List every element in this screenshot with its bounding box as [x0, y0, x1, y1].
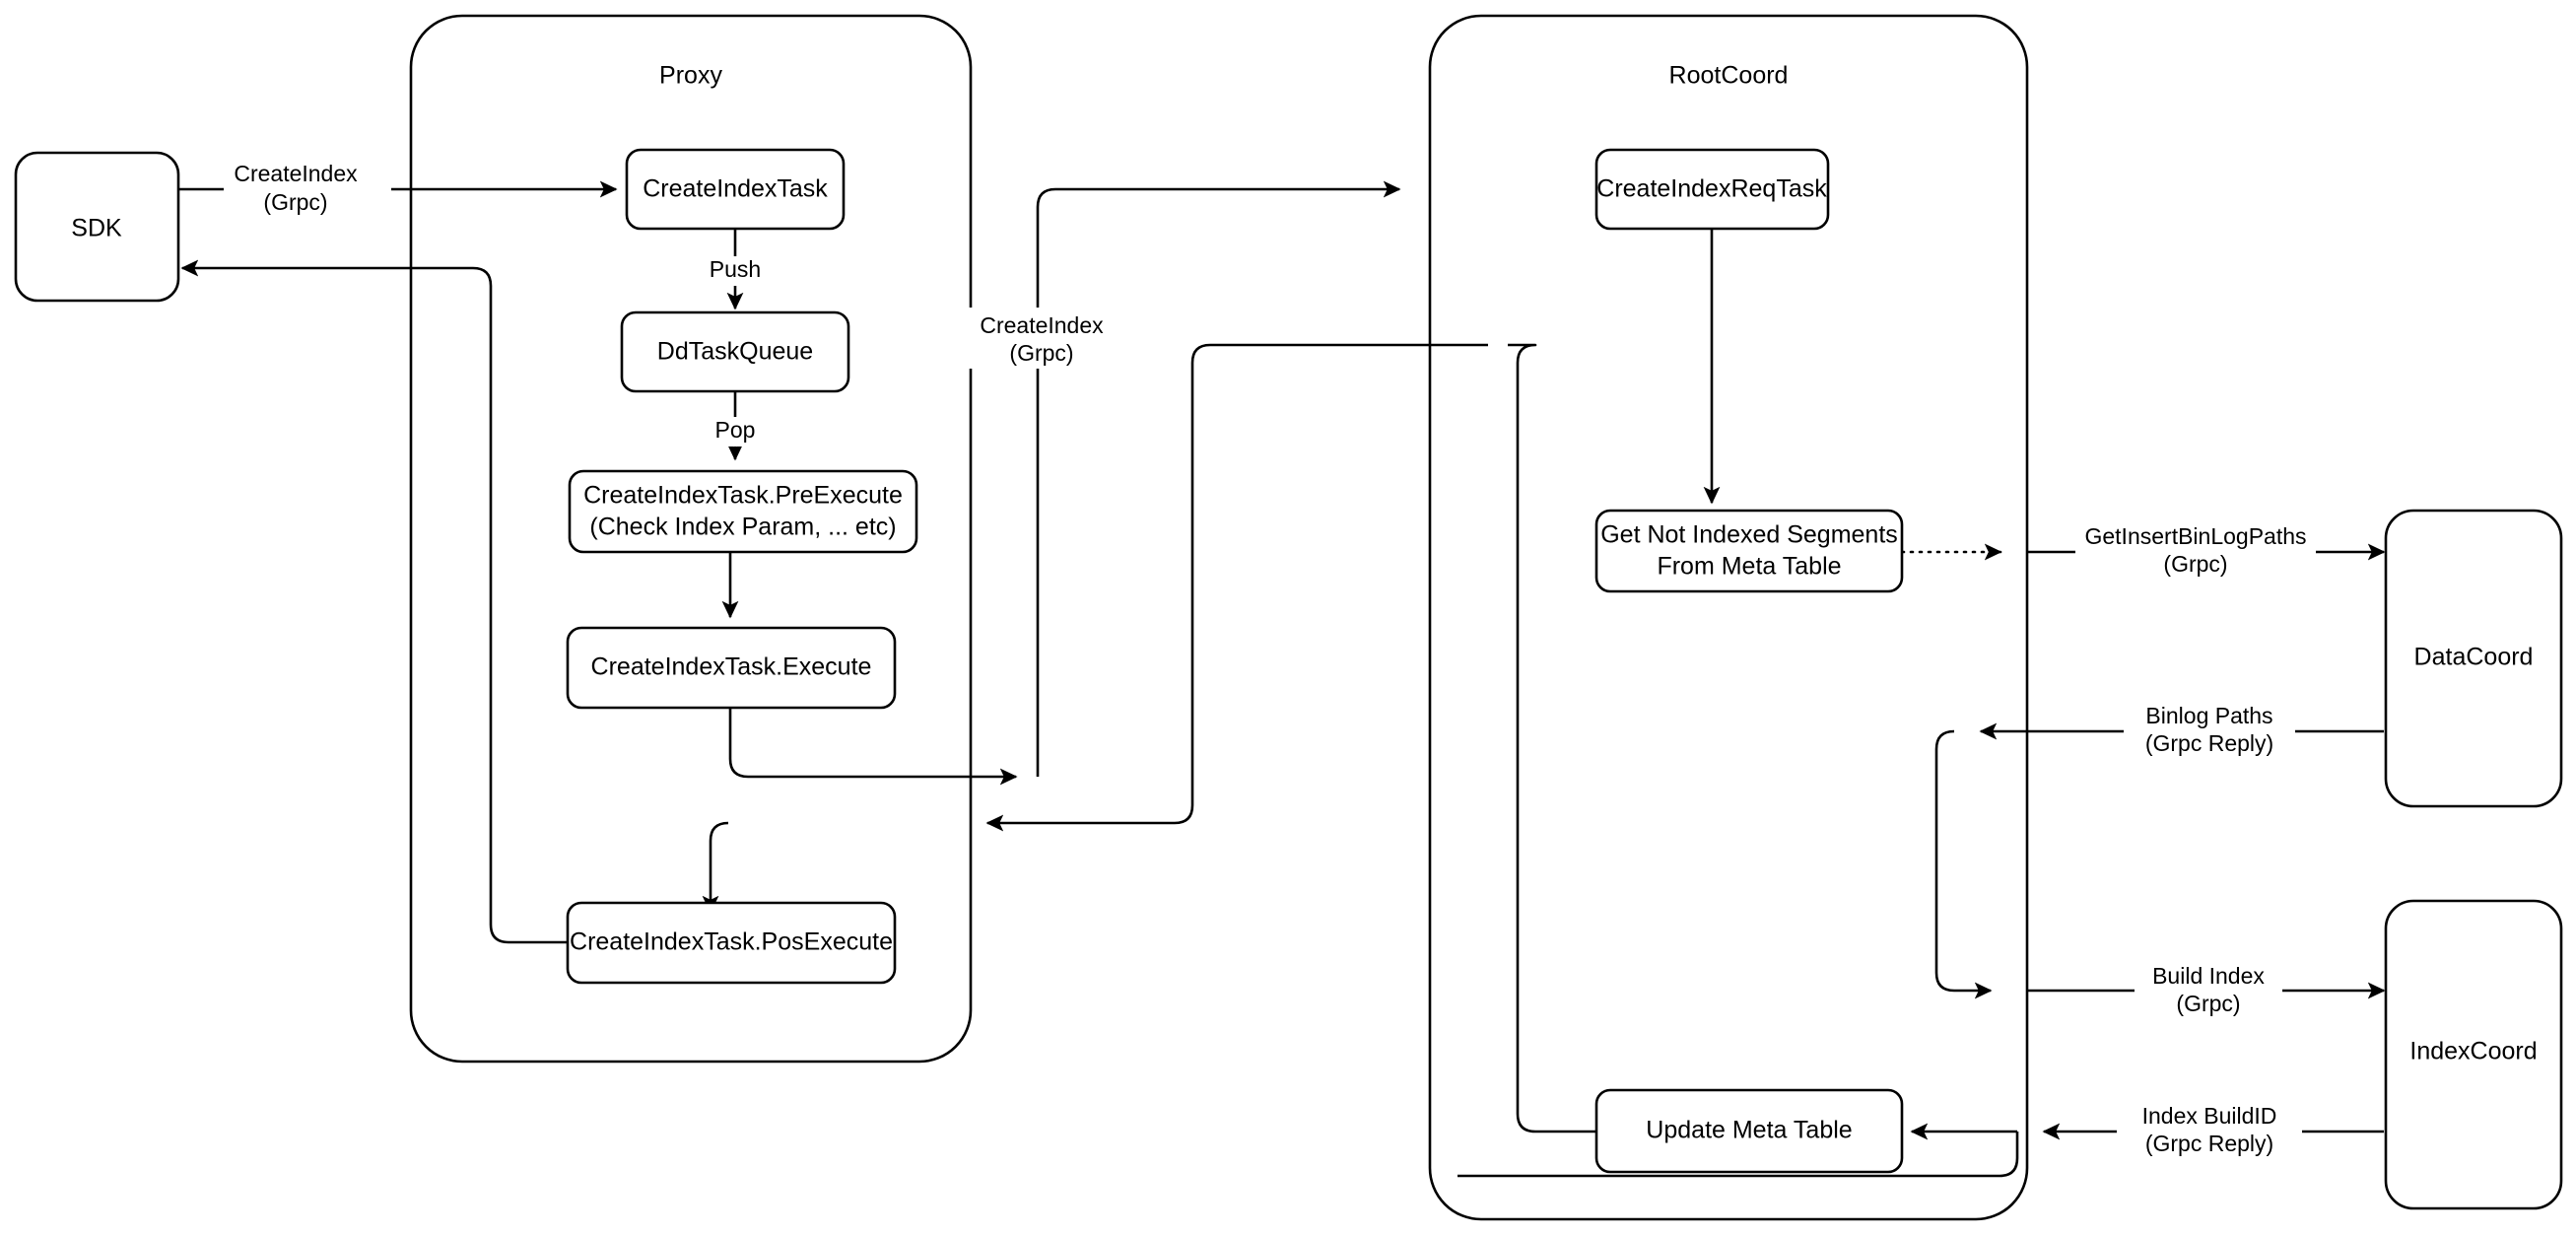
- edge-rootcoord-bottom-loop: [1457, 1132, 2019, 1178]
- pre-execute-label-line2: (Check Index Param, ... etc): [589, 514, 896, 541]
- create-index-req-task-label: CreateIndexReqTask: [1596, 175, 1827, 203]
- update-meta-table-label: Update Meta Table: [1646, 1117, 1852, 1144]
- dd-task-queue-label: DdTaskQueue: [657, 338, 813, 366]
- sdk-label: SDK: [71, 215, 122, 242]
- label-bg-proxy-rootcoord: [967, 308, 1117, 369]
- node-pre-execute[interactable]: CreateIndexTask.PreExecute (Check Index …: [568, 469, 918, 554]
- node-create-index-task[interactable]: CreateIndexTask: [625, 148, 846, 231]
- edge-execute-to-rootcoord-out: [728, 708, 1018, 786]
- node-create-index-req-task[interactable]: CreateIndexReqTask: [1594, 148, 1830, 231]
- get-not-indexed-label-line2: From Meta Table: [1657, 553, 1841, 581]
- node-update-meta-table[interactable]: Update Meta Table: [1594, 1088, 1904, 1174]
- label-bg-pop: [702, 417, 769, 446]
- label-bg-sdk-create-index: [224, 158, 391, 219]
- label-create-index-grpc-line2: (Grpc): [263, 189, 327, 215]
- edge-updatemeta-to-reply-rail: [1508, 343, 1613, 1133]
- indexcoord-box[interactable]: [2384, 899, 2563, 1210]
- rootcoord-title: RootCoord: [1669, 62, 1789, 90]
- get-not-indexed-segments-box[interactable]: [1594, 509, 1904, 593]
- edge-binlogpaths-rail-to-buildindex: [1934, 729, 1993, 999]
- edge-proxy-to-rootcoord: [1036, 180, 1401, 777]
- pre-execute-label-line1: CreateIndexTask.PreExecute: [583, 482, 903, 510]
- pre-execute-box[interactable]: [568, 469, 918, 554]
- label-getinsertbinlogpaths-line1: GetInsertBinLogPaths: [2084, 523, 2306, 549]
- label-getinsertbinlogpaths-line2: (Grpc): [2163, 551, 2227, 577]
- label-proxy-rootcoord-line2: (Grpc): [1009, 340, 1073, 366]
- edge-label-get-insert-binlog-paths: GetInsertBinLogPaths (Grpc): [2075, 520, 2316, 582]
- get-not-indexed-label-line1: Get Not Indexed Segments: [1600, 521, 1898, 549]
- node-dd-task-queue[interactable]: DdTaskQueue: [620, 310, 850, 393]
- edge-label-build-index: Build Index (Grpc): [2135, 960, 2282, 1021]
- label-push: Push: [710, 256, 761, 282]
- dd-task-queue-box[interactable]: [620, 310, 850, 393]
- label-bg-getinsertbinlogpaths: [2075, 520, 2316, 582]
- rootcoord-container: [1428, 14, 2029, 1221]
- indexcoord-label: IndexCoord: [2409, 1038, 2537, 1065]
- label-create-index-grpc-line1: CreateIndex: [234, 161, 358, 186]
- create-index-task-label: CreateIndexTask: [643, 175, 828, 203]
- update-meta-table-box[interactable]: [1594, 1088, 1904, 1174]
- label-bg-push: [698, 256, 773, 286]
- execute-label: CreateIndexTask.Execute: [591, 653, 872, 681]
- edge-reply-to-posexecute: [702, 821, 729, 914]
- edge-label-index-buildid: Index BuildID (Grpc Reply): [2117, 1100, 2302, 1161]
- label-bg-index-buildid: [2117, 1100, 2302, 1161]
- label-binlog-paths-line1: Binlog Paths: [2145, 703, 2272, 728]
- label-binlog-paths-line2: (Grpc Reply): [2145, 730, 2273, 756]
- pos-execute-box[interactable]: [566, 901, 897, 985]
- sdk-box[interactable]: [14, 151, 180, 303]
- node-get-not-indexed-segments[interactable]: Get Not Indexed Segments From Meta Table: [1594, 509, 1904, 593]
- label-index-buildid-line2: (Grpc Reply): [2145, 1131, 2273, 1156]
- datacoord-label: DataCoord: [2414, 644, 2534, 671]
- label-index-buildid-line1: Index BuildID: [2142, 1103, 2277, 1129]
- datacoord-box[interactable]: [2384, 509, 2563, 808]
- group-rootcoord: RootCoord: [1428, 14, 2029, 1221]
- node-indexcoord[interactable]: IndexCoord: [2384, 899, 2563, 1210]
- execute-box[interactable]: [566, 626, 897, 710]
- create-index-task-box[interactable]: [625, 148, 846, 231]
- label-bg-binlog-paths: [2124, 700, 2295, 761]
- node-pos-execute[interactable]: CreateIndexTask.PosExecute: [566, 901, 897, 985]
- label-pop: Pop: [715, 417, 756, 443]
- edge-label-proxy-to-rootcoord: CreateIndex (Grpc): [967, 308, 1117, 369]
- edge-rootcoord-reply-to-proxy: [985, 343, 1488, 832]
- label-proxy-rootcoord-line1: CreateIndex: [980, 312, 1104, 338]
- edge-label-push: Push: [698, 256, 773, 286]
- label-bg-build-index: [2135, 960, 2282, 1021]
- proxy-title: Proxy: [659, 62, 722, 90]
- edge-posexecute-to-sdk: [180, 259, 569, 944]
- node-datacoord[interactable]: DataCoord: [2384, 509, 2563, 808]
- label-build-index-line2: (Grpc): [2176, 991, 2240, 1016]
- node-sdk[interactable]: SDK: [14, 151, 180, 303]
- edge-label-binlog-paths: Binlog Paths (Grpc Reply): [2124, 700, 2295, 761]
- edge-label-pop: Pop: [702, 417, 769, 446]
- label-build-index-line1: Build Index: [2152, 963, 2265, 989]
- create-index-req-task-box[interactable]: [1594, 148, 1830, 231]
- pos-execute-label: CreateIndexTask.PosExecute: [570, 928, 893, 956]
- edge-label-sdk-to-proxy: CreateIndex (Grpc): [224, 158, 391, 219]
- node-execute[interactable]: CreateIndexTask.Execute: [566, 626, 897, 710]
